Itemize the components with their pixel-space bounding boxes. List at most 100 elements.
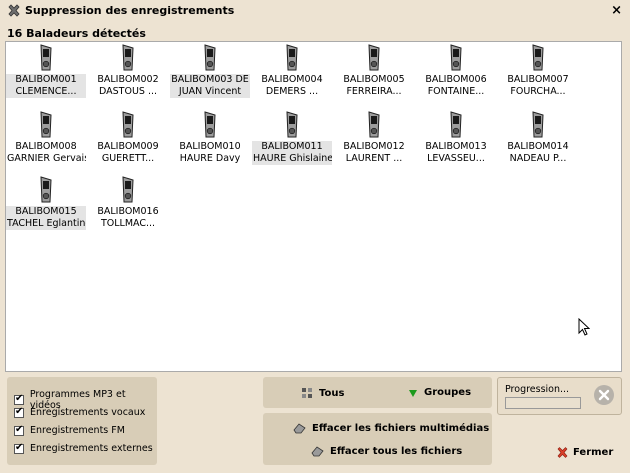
mp3-player-icon [450,44,462,71]
device-id: BALIBOM012 [343,141,405,152]
mp3-player-icon [204,111,216,138]
device-id: BALIBOM002 [97,74,159,85]
device-id: BALIBOM006 [425,74,487,85]
cancel-icon[interactable] [594,385,614,405]
vocal-label: Enregistrements vocaux [30,407,146,418]
device-owner: HAURE Davy [179,153,241,164]
eraser-icon [293,422,306,434]
option-fm[interactable]: Enregistrements FM [14,424,125,436]
device-owner: GUERETT... [101,153,155,164]
mp3-checkbox[interactable] [14,393,24,405]
device-id: BALIBOM015 [15,206,77,217]
selection-panel: Tous Groupes [263,377,492,408]
progress-label: Progression... [505,384,570,395]
window-title: Suppression des enregistrements [25,4,235,17]
mp3-player-icon [122,111,134,138]
device-id: BALIBOM007 [507,74,569,85]
device-owner: DASTOUS ... [98,86,158,97]
mp3-player-icon [532,44,544,71]
option-external[interactable]: Enregistrements externes [14,442,153,454]
option-mp3[interactable]: Programmes MP3 et vidéos [14,389,157,411]
close-icon [556,446,569,459]
device-owner: FONTAINE... [427,86,485,97]
mp3-player-icon [368,44,380,71]
vocal-checkbox[interactable] [14,406,24,418]
device-id: BALIBOM003 DE [171,74,249,85]
device-owner: TACHEL Eglantine [7,218,86,229]
external-label: Enregistrements externes [30,443,153,454]
device-id: BALIBOM010 [179,141,241,152]
title-bar: Suppression des enregistrements × [0,0,630,22]
device-owner: FERREIRA... [346,86,402,97]
mouse-cursor-icon [578,317,591,339]
mp3-label: Programmes MP3 et vidéos [29,389,126,411]
delete-multimedia-label: Effacer les fichiers multimédias [312,422,490,434]
device-owner: GARNIER Gervais [7,153,86,164]
mp3-player-icon [368,111,380,138]
device-owner: NADEAU P... [509,153,567,164]
recording-types-panel: Programmes MP3 et vidéos Enregistrements… [7,377,157,465]
device-id: BALIBOM001 [15,74,77,85]
delete-all-label: Effacer tous les fichiers [330,445,463,457]
mp3-player-icon [40,44,52,71]
device-owner: LAURENT ... [345,153,403,164]
fm-checkbox[interactable] [14,424,24,436]
close-window-button[interactable]: × [611,3,622,18]
device-id: BALIBOM009 [97,141,159,152]
close-button[interactable]: Fermer [556,446,613,459]
eraser-icon [311,445,324,457]
mp3-player-icon [532,111,544,138]
device-id: BALIBOM004 [261,74,323,85]
progress-panel: Progression... [497,377,622,415]
device-owner: TOLLMAC... [100,218,156,229]
progress-bar [505,397,581,409]
mp3-player-icon [122,176,134,203]
device-id: BALIBOM011 [261,141,323,152]
option-vocal[interactable]: Enregistrements vocaux [14,406,146,418]
device-owner: DEMERS ... [265,86,319,97]
device-owner: FOURCHA... [510,86,566,97]
device-id: BALIBOM005 [343,74,405,85]
groups-button[interactable]: Groupes [408,387,471,398]
groups-label: Groupes [424,387,472,398]
fm-label: Enregistrements FM [30,425,125,436]
device-id: BALIBOM013 [425,141,487,152]
select-all-button[interactable]: Tous [301,387,344,399]
device-id: BALIBOM016 [97,206,159,217]
mp3-player-icon [450,111,462,138]
triangle-down-icon [408,388,418,398]
delete-all-button[interactable]: Effacer tous les fichiers [311,445,462,457]
mp3-player-icon [122,44,134,71]
delete-multimedia-button[interactable]: Effacer les fichiers multimédias [293,422,489,434]
external-checkbox[interactable] [14,442,24,454]
devices-count-heading: 16 Baladeurs détectés [7,27,146,40]
